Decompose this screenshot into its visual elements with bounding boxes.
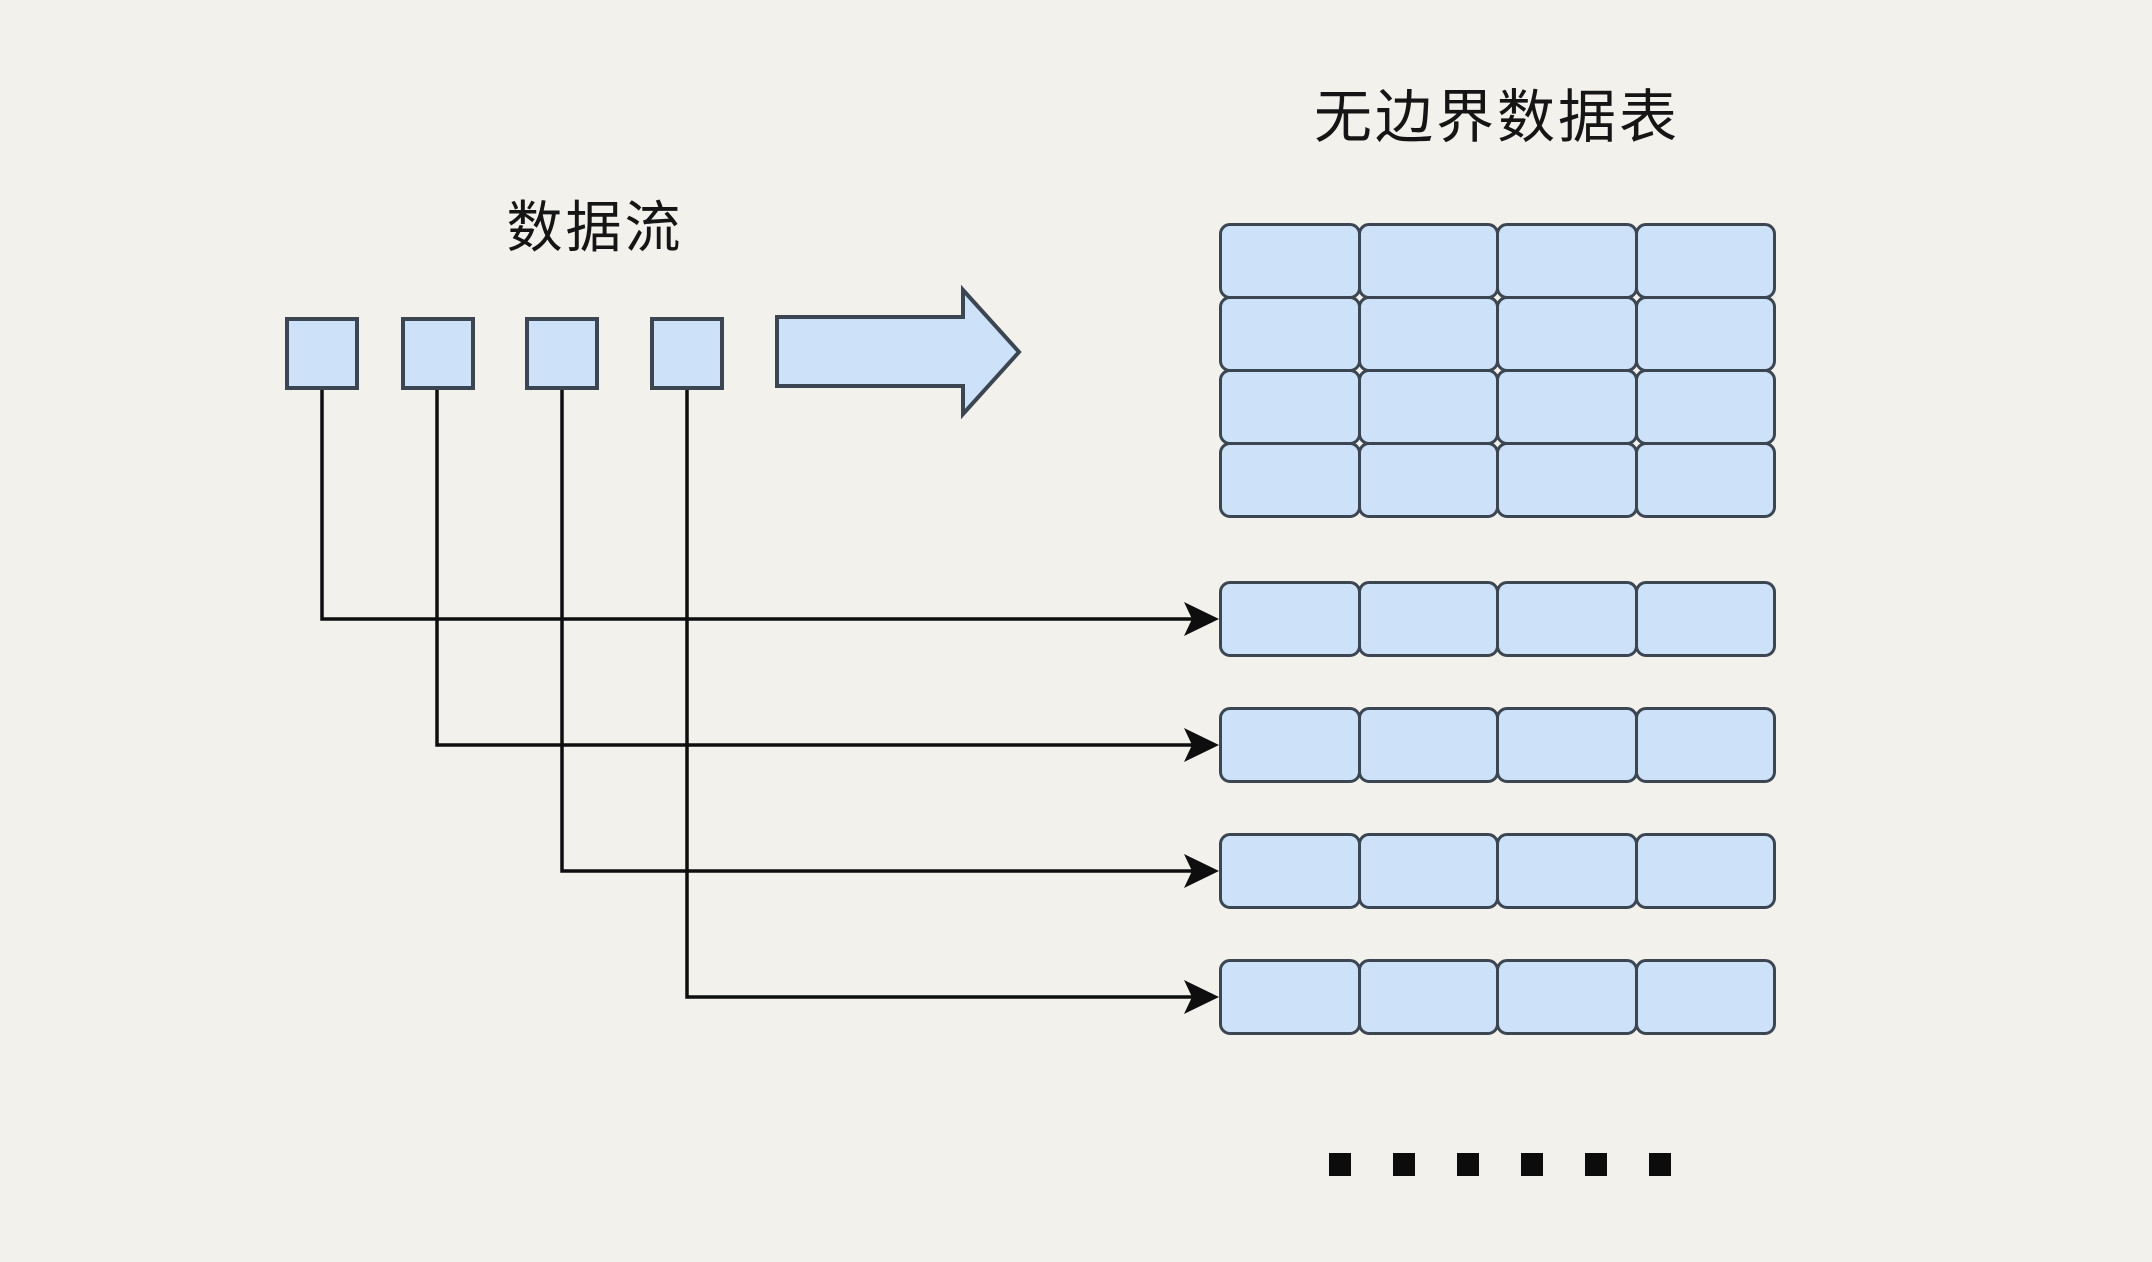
table-cell	[1634, 442, 1776, 518]
arrowhead-icon	[1184, 854, 1219, 888]
ellipsis-dot	[1521, 1153, 1543, 1176]
table-cell	[1634, 296, 1776, 372]
table-cell	[1496, 581, 1638, 657]
right-arrow-icon	[775, 284, 1022, 420]
connector-line-4	[685, 388, 1192, 999]
table-cell	[1496, 833, 1638, 909]
ellipsis-dot	[1329, 1153, 1351, 1176]
arrowhead-icon	[1184, 980, 1219, 1014]
detached-row-stack	[1219, 581, 1776, 1035]
table-cell	[1634, 959, 1776, 1035]
detached-row	[1219, 581, 1776, 657]
table-cell	[1219, 369, 1361, 445]
table-cell	[1496, 369, 1638, 445]
table-cell	[1219, 223, 1361, 299]
table-cell	[1496, 959, 1638, 1035]
table-cell	[1357, 223, 1499, 299]
table-row	[1219, 223, 1776, 299]
table-cell	[1496, 442, 1638, 518]
stream-item-square	[285, 317, 359, 390]
table-cell	[1219, 581, 1361, 657]
data-stream-label: 数据流	[506, 196, 684, 259]
detached-row	[1219, 959, 1776, 1035]
ellipsis-dot	[1457, 1153, 1479, 1176]
table-cell	[1219, 833, 1361, 909]
ellipsis-dot	[1393, 1153, 1415, 1176]
stream-item-square	[650, 317, 724, 390]
table-cell	[1634, 223, 1776, 299]
table-cell	[1357, 296, 1499, 372]
table-block	[1219, 223, 1776, 518]
connector-line-2	[435, 388, 1192, 747]
table-cell	[1496, 296, 1638, 372]
connector-line-3	[560, 388, 1192, 873]
table-row	[1219, 369, 1776, 445]
ellipsis-dot	[1649, 1153, 1671, 1176]
table-cell	[1219, 296, 1361, 372]
table-cell	[1357, 833, 1499, 909]
table-cell	[1634, 707, 1776, 783]
detached-row	[1219, 833, 1776, 909]
table-cell	[1357, 581, 1499, 657]
ellipsis-dot	[1585, 1153, 1607, 1176]
table-cell	[1357, 369, 1499, 445]
arrowhead-icon	[1184, 602, 1219, 636]
table-cell	[1496, 223, 1638, 299]
stream-item-square	[525, 317, 599, 390]
table-cell	[1219, 442, 1361, 518]
table-cell	[1496, 707, 1638, 783]
table-cell	[1357, 959, 1499, 1035]
table-row	[1219, 296, 1776, 372]
stream-item-square	[401, 317, 475, 390]
table-cell	[1634, 581, 1776, 657]
table-cell	[1634, 833, 1776, 909]
table-cell	[1634, 369, 1776, 445]
detached-row	[1219, 707, 1776, 783]
table-row	[1219, 442, 1776, 518]
unbounded-table-title: 无边界数据表	[1313, 85, 1680, 150]
ellipsis-dots	[1329, 1153, 1671, 1176]
table-cell	[1357, 707, 1499, 783]
table-cell	[1219, 707, 1361, 783]
table-cell	[1219, 959, 1361, 1035]
table-cell	[1357, 442, 1499, 518]
connector-line-1	[320, 388, 1192, 621]
arrowhead-icon	[1184, 728, 1219, 762]
